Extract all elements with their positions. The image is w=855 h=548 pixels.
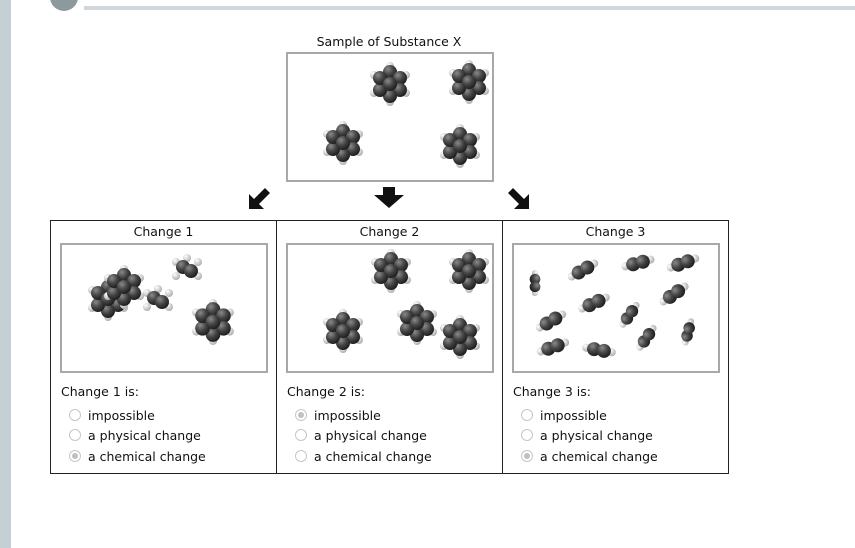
sample-box (286, 52, 494, 182)
panel-title: Change 1 (133, 224, 194, 239)
radio-button[interactable] (295, 429, 307, 441)
option-label: a chemical change (314, 448, 432, 464)
panel-title: Change 3 (585, 224, 646, 239)
top-divider (84, 6, 855, 10)
benzene-molecule (395, 301, 439, 345)
change-1-molecule-box (60, 243, 268, 373)
option-physical-change[interactable]: a physical change (521, 427, 653, 443)
option-label: a chemical change (88, 448, 206, 464)
diatomic-molecule (534, 308, 568, 334)
option-label: impossible (540, 407, 607, 423)
option-label: a physical change (540, 427, 653, 443)
benzene-molecule (438, 124, 482, 168)
change-2-panel: Change 2 Change 2 is: impossible a physi… (276, 220, 503, 474)
sample-title: Sample of Substance X (316, 34, 462, 49)
option-chemical-change[interactable]: a chemical change (521, 448, 658, 464)
option-label: a physical change (314, 427, 427, 443)
benzene-molecule (321, 121, 365, 165)
radio-button[interactable] (69, 450, 81, 462)
question-text: Change 2 is: (287, 384, 365, 399)
radio-button[interactable] (521, 409, 533, 421)
diatomic-molecule (577, 290, 611, 316)
diatomic-molecule (536, 334, 570, 360)
option-physical-change[interactable]: a physical change (295, 427, 427, 443)
option-chemical-change[interactable]: a chemical change (295, 448, 432, 464)
option-label: a chemical change (540, 448, 658, 464)
benzene-molecule (190, 297, 236, 347)
option-label: impossible (88, 407, 155, 423)
diatomic-molecule (671, 311, 699, 345)
diatomic-molecule (631, 320, 661, 350)
change-1-panel: Change 1 Change 1 is: impossible a physi… (50, 220, 277, 474)
radio-button[interactable] (521, 429, 533, 441)
diatomic-molecule (566, 257, 600, 283)
diatomic-molecule (657, 281, 691, 307)
option-impossible[interactable]: impossible (521, 407, 607, 423)
change-2-molecule-box (286, 243, 494, 373)
radio-button[interactable] (69, 429, 81, 441)
left-side-bar (0, 0, 11, 548)
naphthalene-molecule (86, 265, 146, 321)
down-right-arrow-icon (508, 188, 529, 209)
option-label: a physical change (88, 427, 201, 443)
option-label: impossible (314, 407, 381, 423)
question-text: Change 3 is: (513, 384, 591, 399)
panel-title: Change 2 (359, 224, 420, 239)
down-arrow-icon (374, 187, 404, 208)
radio-button[interactable] (69, 409, 81, 421)
benzene-molecule (447, 60, 491, 104)
diatomic-molecule (621, 250, 655, 276)
radio-button[interactable] (295, 450, 307, 462)
benzene-molecule (369, 249, 413, 293)
diatomic-molecule (522, 265, 548, 301)
radio-button[interactable] (521, 450, 533, 462)
change-3-panel: Change 3 Change 3 is: impossible a physi… (502, 220, 729, 474)
benzene-molecule (368, 62, 412, 106)
step-number-circle (50, 0, 78, 11)
small-molecule (170, 252, 204, 286)
small-molecule (141, 283, 175, 317)
question-text: Change 1 is: (61, 384, 139, 399)
change-3-molecule-box (512, 243, 720, 373)
option-impossible[interactable]: impossible (69, 407, 155, 423)
diatomic-molecule (666, 250, 700, 276)
benzene-molecule (447, 249, 491, 293)
down-left-arrow-icon (249, 188, 270, 209)
option-chemical-change[interactable]: a chemical change (69, 448, 206, 464)
diatomic-molecule (582, 337, 616, 363)
radio-button[interactable] (295, 409, 307, 421)
benzene-molecule (438, 315, 482, 359)
benzene-molecule (321, 309, 365, 353)
option-impossible[interactable]: impossible (295, 407, 381, 423)
option-physical-change[interactable]: a physical change (69, 427, 201, 443)
